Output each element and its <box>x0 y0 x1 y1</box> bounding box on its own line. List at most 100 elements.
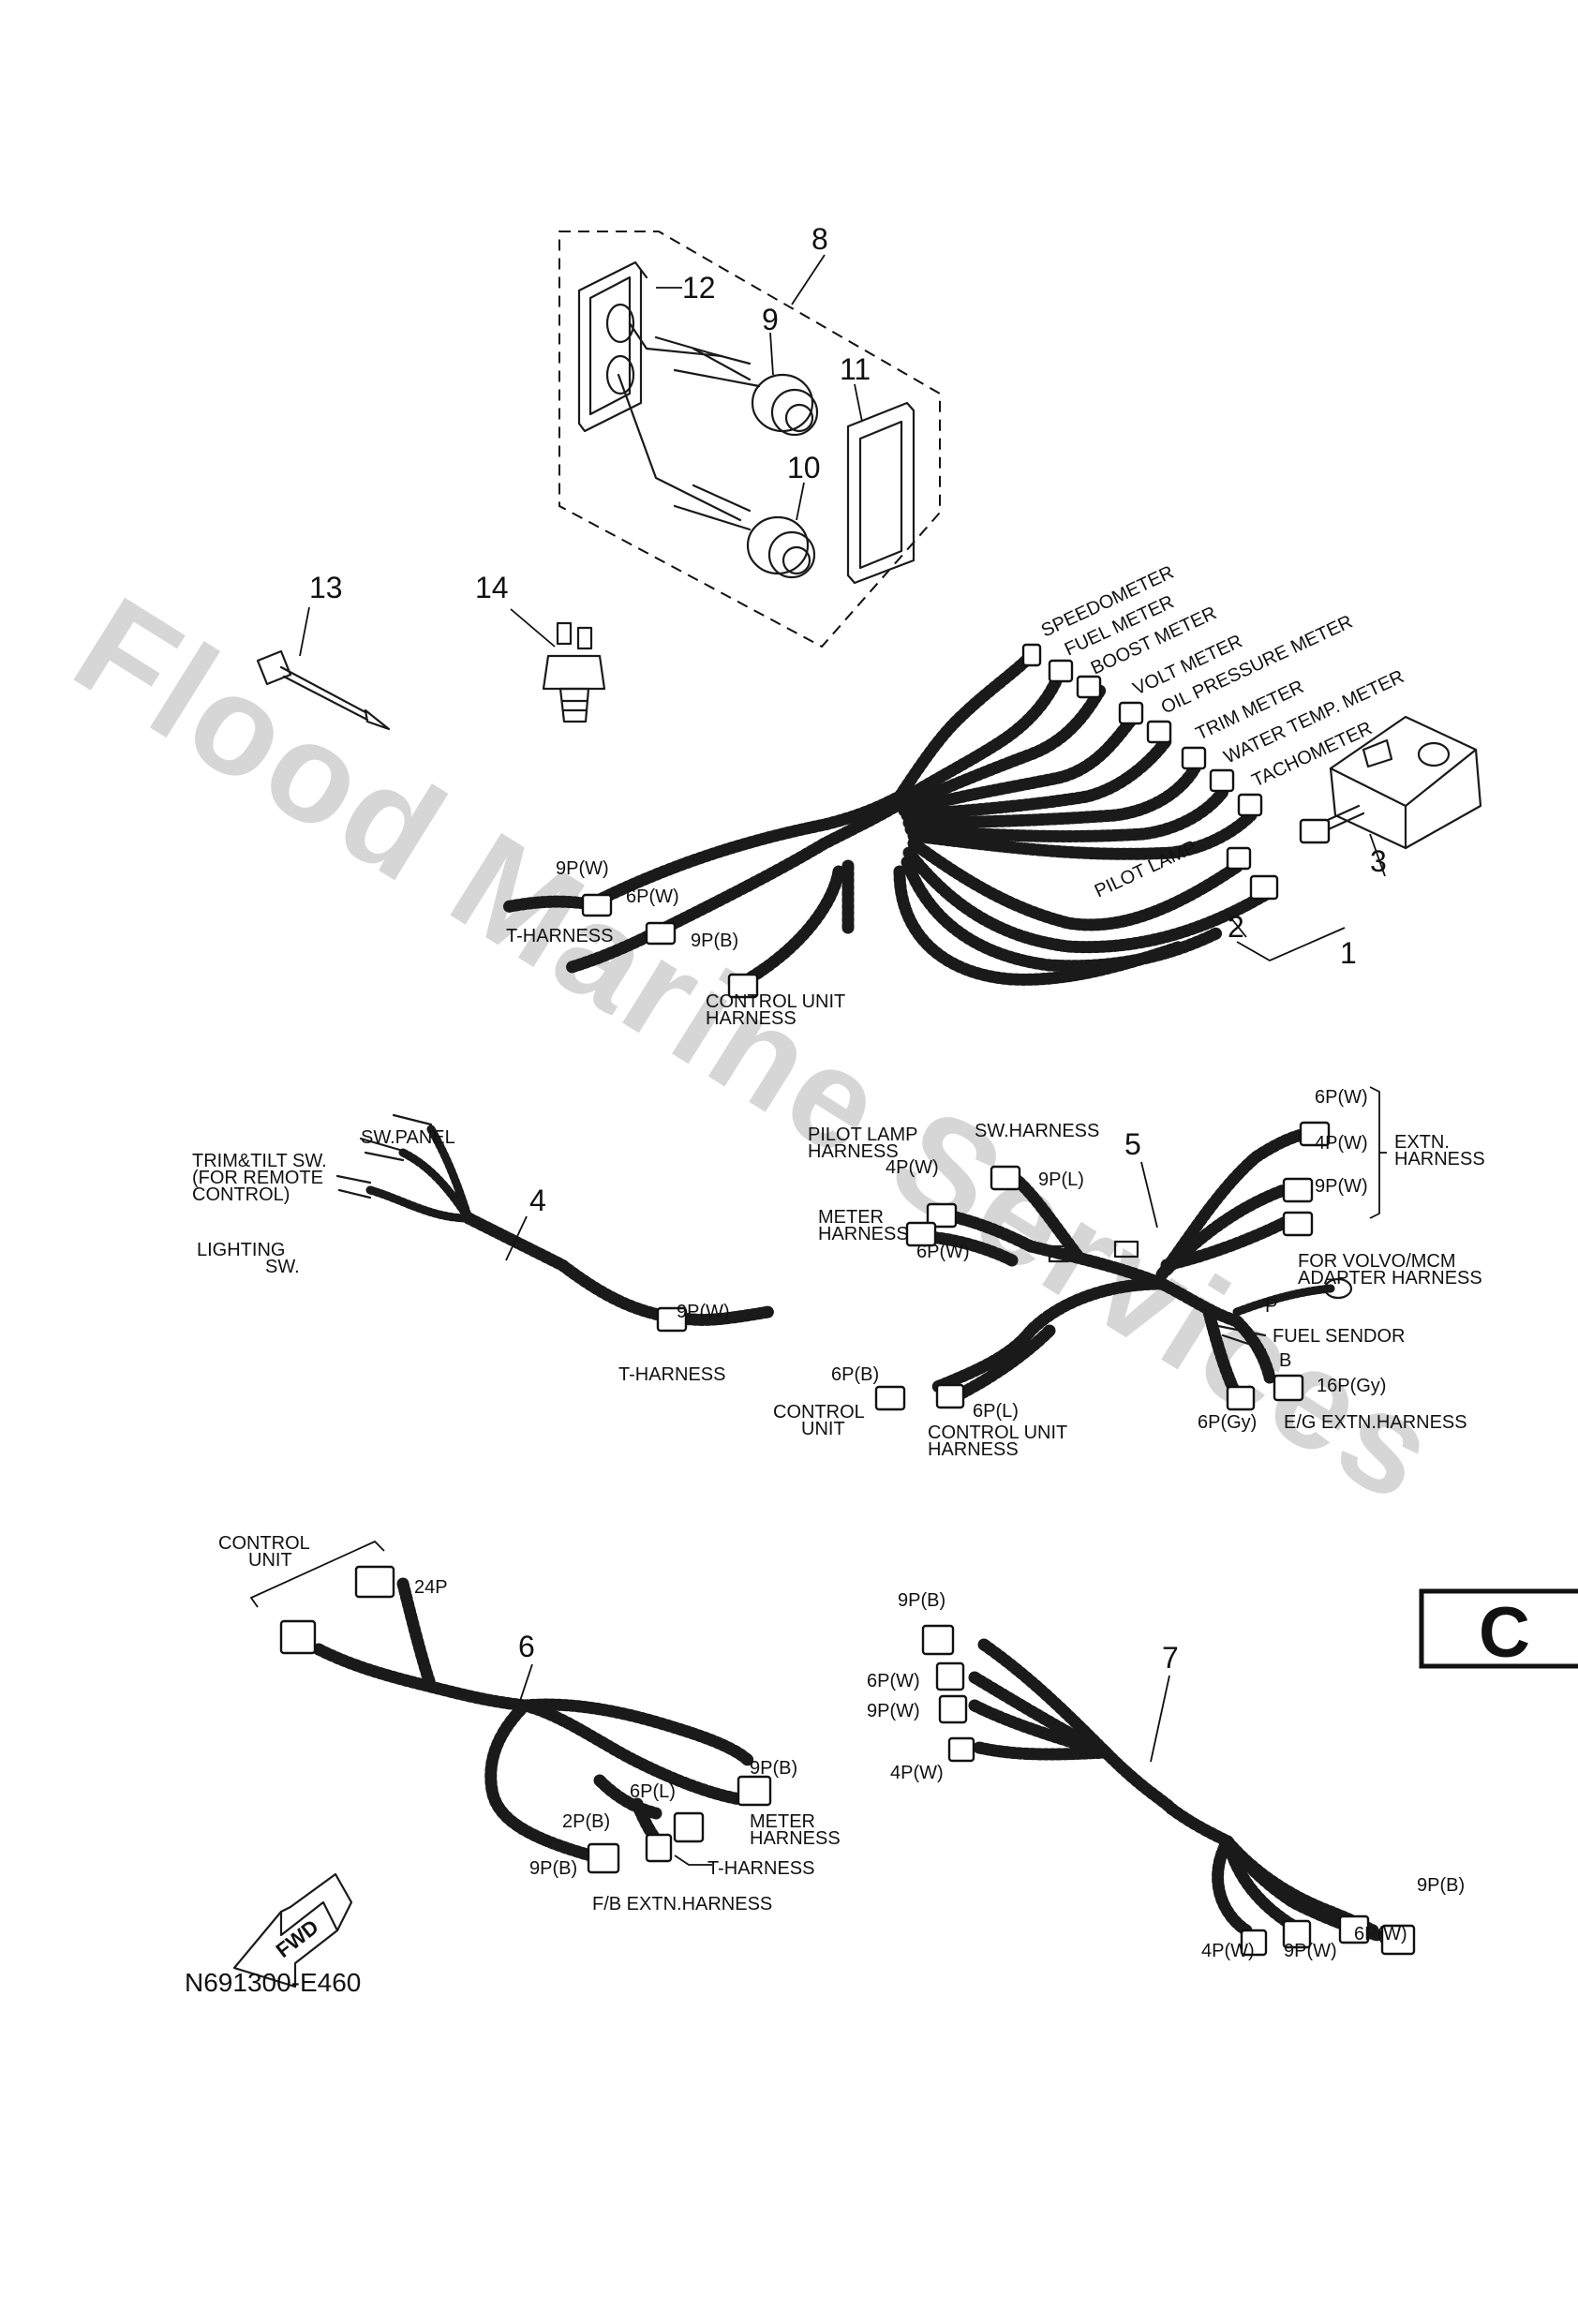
callout-13: 13 <box>309 571 343 604</box>
callout-11: 11 <box>840 352 871 386</box>
label-control-unit-line1: CONTROL <box>773 1402 865 1423</box>
label-fuel-sendor: FUEL SENDOR <box>1273 1326 1406 1347</box>
label-9p-b: 9P(B) <box>750 1758 797 1779</box>
harness-1-labels: 9P(W) 6P(W) T-HARNESS 9P(B) CONTROL UNIT… <box>506 858 845 1029</box>
label-t-harness: T-HARNESS <box>618 1364 725 1385</box>
harness-part-6 <box>249 1540 772 1874</box>
label-extn-harness-line1: EXTN. <box>1394 1132 1450 1153</box>
label-24p: 24P <box>414 1577 448 1598</box>
harness-7-labels: 9P(B) 6P(W) 9P(W) 4P(W) 9P(B) 4P(W) 9P(W… <box>867 1590 1465 1961</box>
harness-part-5 <box>874 1086 1387 1411</box>
sensor-probe-part-13 <box>256 649 391 731</box>
callout-12: 12 <box>682 271 716 305</box>
label-t-harness: T-HARNESS <box>506 926 613 946</box>
switch-part-9 <box>628 321 819 437</box>
connector-6p-w <box>645 921 677 946</box>
label-4p-w-left: 4P(W) <box>890 1763 944 1783</box>
label-pilot-lamp-harness-line1: PILOT LAMP <box>808 1125 917 1145</box>
label-pilot-lamp-harness-line2: HARNESS <box>808 1141 899 1162</box>
label-b: B <box>1279 1350 1291 1371</box>
label-extn-6p-w: 6P(W) <box>1315 1087 1368 1108</box>
label-6p-l: 6P(L) <box>973 1401 1019 1422</box>
callout-8: 8 <box>811 222 828 256</box>
label-2p-b: 2P(B) <box>562 1811 610 1832</box>
label-extn-harness-line2: HARNESS <box>1394 1149 1485 1169</box>
label-trim-tilt-line1: TRIM&TILT SW. <box>192 1151 327 1171</box>
label-control-unit-line2: UNIT <box>801 1419 845 1439</box>
connector-9p-b <box>727 973 759 999</box>
diagram-code: N691300-E460 <box>185 1968 361 1997</box>
label-t-harness: T-HARNESS <box>707 1858 814 1879</box>
label-volvo-adapter-line1: FOR VOLVO/MCM <box>1298 1251 1456 1272</box>
label-extn-9p-w: 9P(W) <box>1315 1176 1368 1197</box>
harness-6-labels: CONTROL UNIT 24P 9P(B) METER HARNESS 6P(… <box>218 1533 841 1914</box>
label-lighting-line1: LIGHTING <box>197 1240 285 1260</box>
connector-9p-w <box>581 893 613 917</box>
callout-3: 3 <box>1370 844 1387 878</box>
label-6p-gy: 6P(Gy) <box>1198 1412 1257 1433</box>
label-9p-w: 9P(W) <box>556 858 609 879</box>
callout-7: 7 <box>1162 1641 1179 1675</box>
label-6p-w: 6P(W) <box>916 1242 970 1262</box>
label-control-unit-harness-line2: HARNESS <box>706 1008 796 1029</box>
label-6p-w: 6P(W) <box>626 886 679 907</box>
harness-part-4 <box>335 1113 775 1333</box>
harness-1-trunk <box>584 790 906 911</box>
switch-plate-part-12 <box>577 261 648 433</box>
label-lighting-line2: SW. <box>265 1257 300 1277</box>
label-4p-w: 4P(W) <box>886 1157 939 1178</box>
label-9p-w-bottom: 9P(W) <box>1284 1941 1337 1961</box>
page-letter: C <box>1479 1593 1530 1673</box>
label-trim-tilt-line2: (FOR REMOTE <box>192 1168 323 1188</box>
label-trim-tilt-line3: CONTROL) <box>192 1184 290 1205</box>
main-harness-part-1 <box>499 643 1279 999</box>
harness-part-7 <box>921 1624 1416 1957</box>
label-control-unit-harness-line1: CONTROL UNIT <box>706 991 845 1012</box>
label-volvo-adapter-line2: ADAPTER HARNESS <box>1298 1268 1482 1289</box>
label-6p-b: 6P(B) <box>831 1364 879 1385</box>
switch-panel-assembly-group <box>558 231 941 648</box>
callout-4: 4 <box>529 1184 546 1217</box>
label-control-unit-line1: CONTROL <box>218 1533 310 1554</box>
label-6p-l: 6P(L) <box>630 1781 676 1802</box>
label-control-unit-harness-line2: HARNESS <box>928 1439 1019 1460</box>
label-p: P <box>1265 1296 1277 1317</box>
label-9p-b-top: 9P(B) <box>898 1590 945 1611</box>
label-control-unit-line2: UNIT <box>248 1550 292 1571</box>
label-extn-4p-w: 4P(W) <box>1315 1133 1368 1154</box>
label-meter-harness-line1: METER <box>750 1811 815 1832</box>
label-control-unit-harness-line1: CONTROL UNIT <box>928 1423 1067 1443</box>
label-9p-b-right: 9P(B) <box>1417 1875 1465 1896</box>
label-4p-w-bottom: 4P(W) <box>1201 1941 1255 1961</box>
label-9p-l: 9P(L) <box>1038 1169 1084 1190</box>
harness-4-labels: SW.PANEL TRIM&TILT SW. (FOR REMOTE CONTR… <box>192 1127 730 1385</box>
callout-9: 9 <box>762 303 779 336</box>
label-sw-harness: SW.HARNESS <box>975 1121 1099 1141</box>
label-9p-b: 9P(B) <box>691 931 738 951</box>
label-meter-harness-line2: HARNESS <box>818 1224 909 1244</box>
label-meter-harness-line1: METER <box>818 1207 884 1228</box>
callout-5: 5 <box>1124 1127 1141 1161</box>
label-fb-extn-harness: F/B EXTN.HARNESS <box>592 1894 772 1914</box>
callout-leaders-top <box>299 254 1386 962</box>
callout-2: 2 <box>1228 910 1244 944</box>
label-6p-w-bottom: 6P(W) <box>1354 1924 1407 1944</box>
label-16p-gy: 16P(Gy) <box>1317 1376 1386 1396</box>
label-sw-panel: SW.PANEL <box>361 1127 455 1148</box>
page-letter-tab: C <box>1419 1588 1578 1673</box>
label-9p-w-left: 9P(W) <box>867 1701 920 1721</box>
harness-5-labels: PILOT LAMP HARNESS SW.HARNESS 4P(W) 9P(L… <box>773 1087 1485 1460</box>
connector-9p-w <box>656 1306 688 1333</box>
cover-part-11 <box>846 401 916 585</box>
control-unit-part-3 <box>1299 715 1482 850</box>
callout-10: 10 <box>787 451 821 484</box>
switch-part-10 <box>617 373 816 579</box>
label-9p-w: 9P(W) <box>677 1302 730 1322</box>
label-eg-extn-harness: E/G EXTN.HARNESS <box>1284 1412 1467 1433</box>
label-6p-w-left: 6P(W) <box>867 1671 920 1691</box>
callout-14: 14 <box>475 571 509 604</box>
callout-numbers: 8 12 9 11 10 13 14 3 2 1 4 5 6 7 <box>309 222 1387 1675</box>
label-9p-b-left: 9P(B) <box>529 1858 577 1879</box>
label-meter-harness-line2: HARNESS <box>750 1828 841 1849</box>
